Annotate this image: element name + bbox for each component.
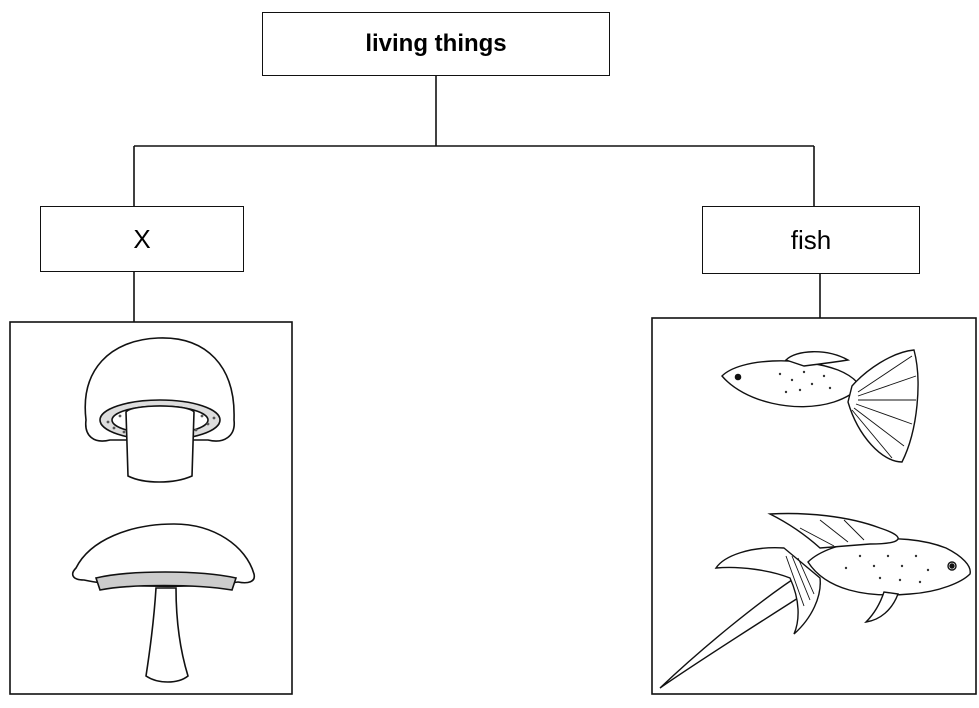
fish-node-label: fish bbox=[791, 225, 831, 256]
fish-panel bbox=[652, 318, 976, 694]
fish-node-box: fish bbox=[702, 206, 920, 274]
x-node-label: X bbox=[133, 224, 150, 255]
connector-lines bbox=[134, 76, 820, 322]
root-node-label: living things bbox=[365, 30, 506, 58]
root-node-box: living things bbox=[262, 12, 610, 76]
x-node-box: X bbox=[40, 206, 244, 272]
mushroom-panel bbox=[10, 322, 292, 694]
